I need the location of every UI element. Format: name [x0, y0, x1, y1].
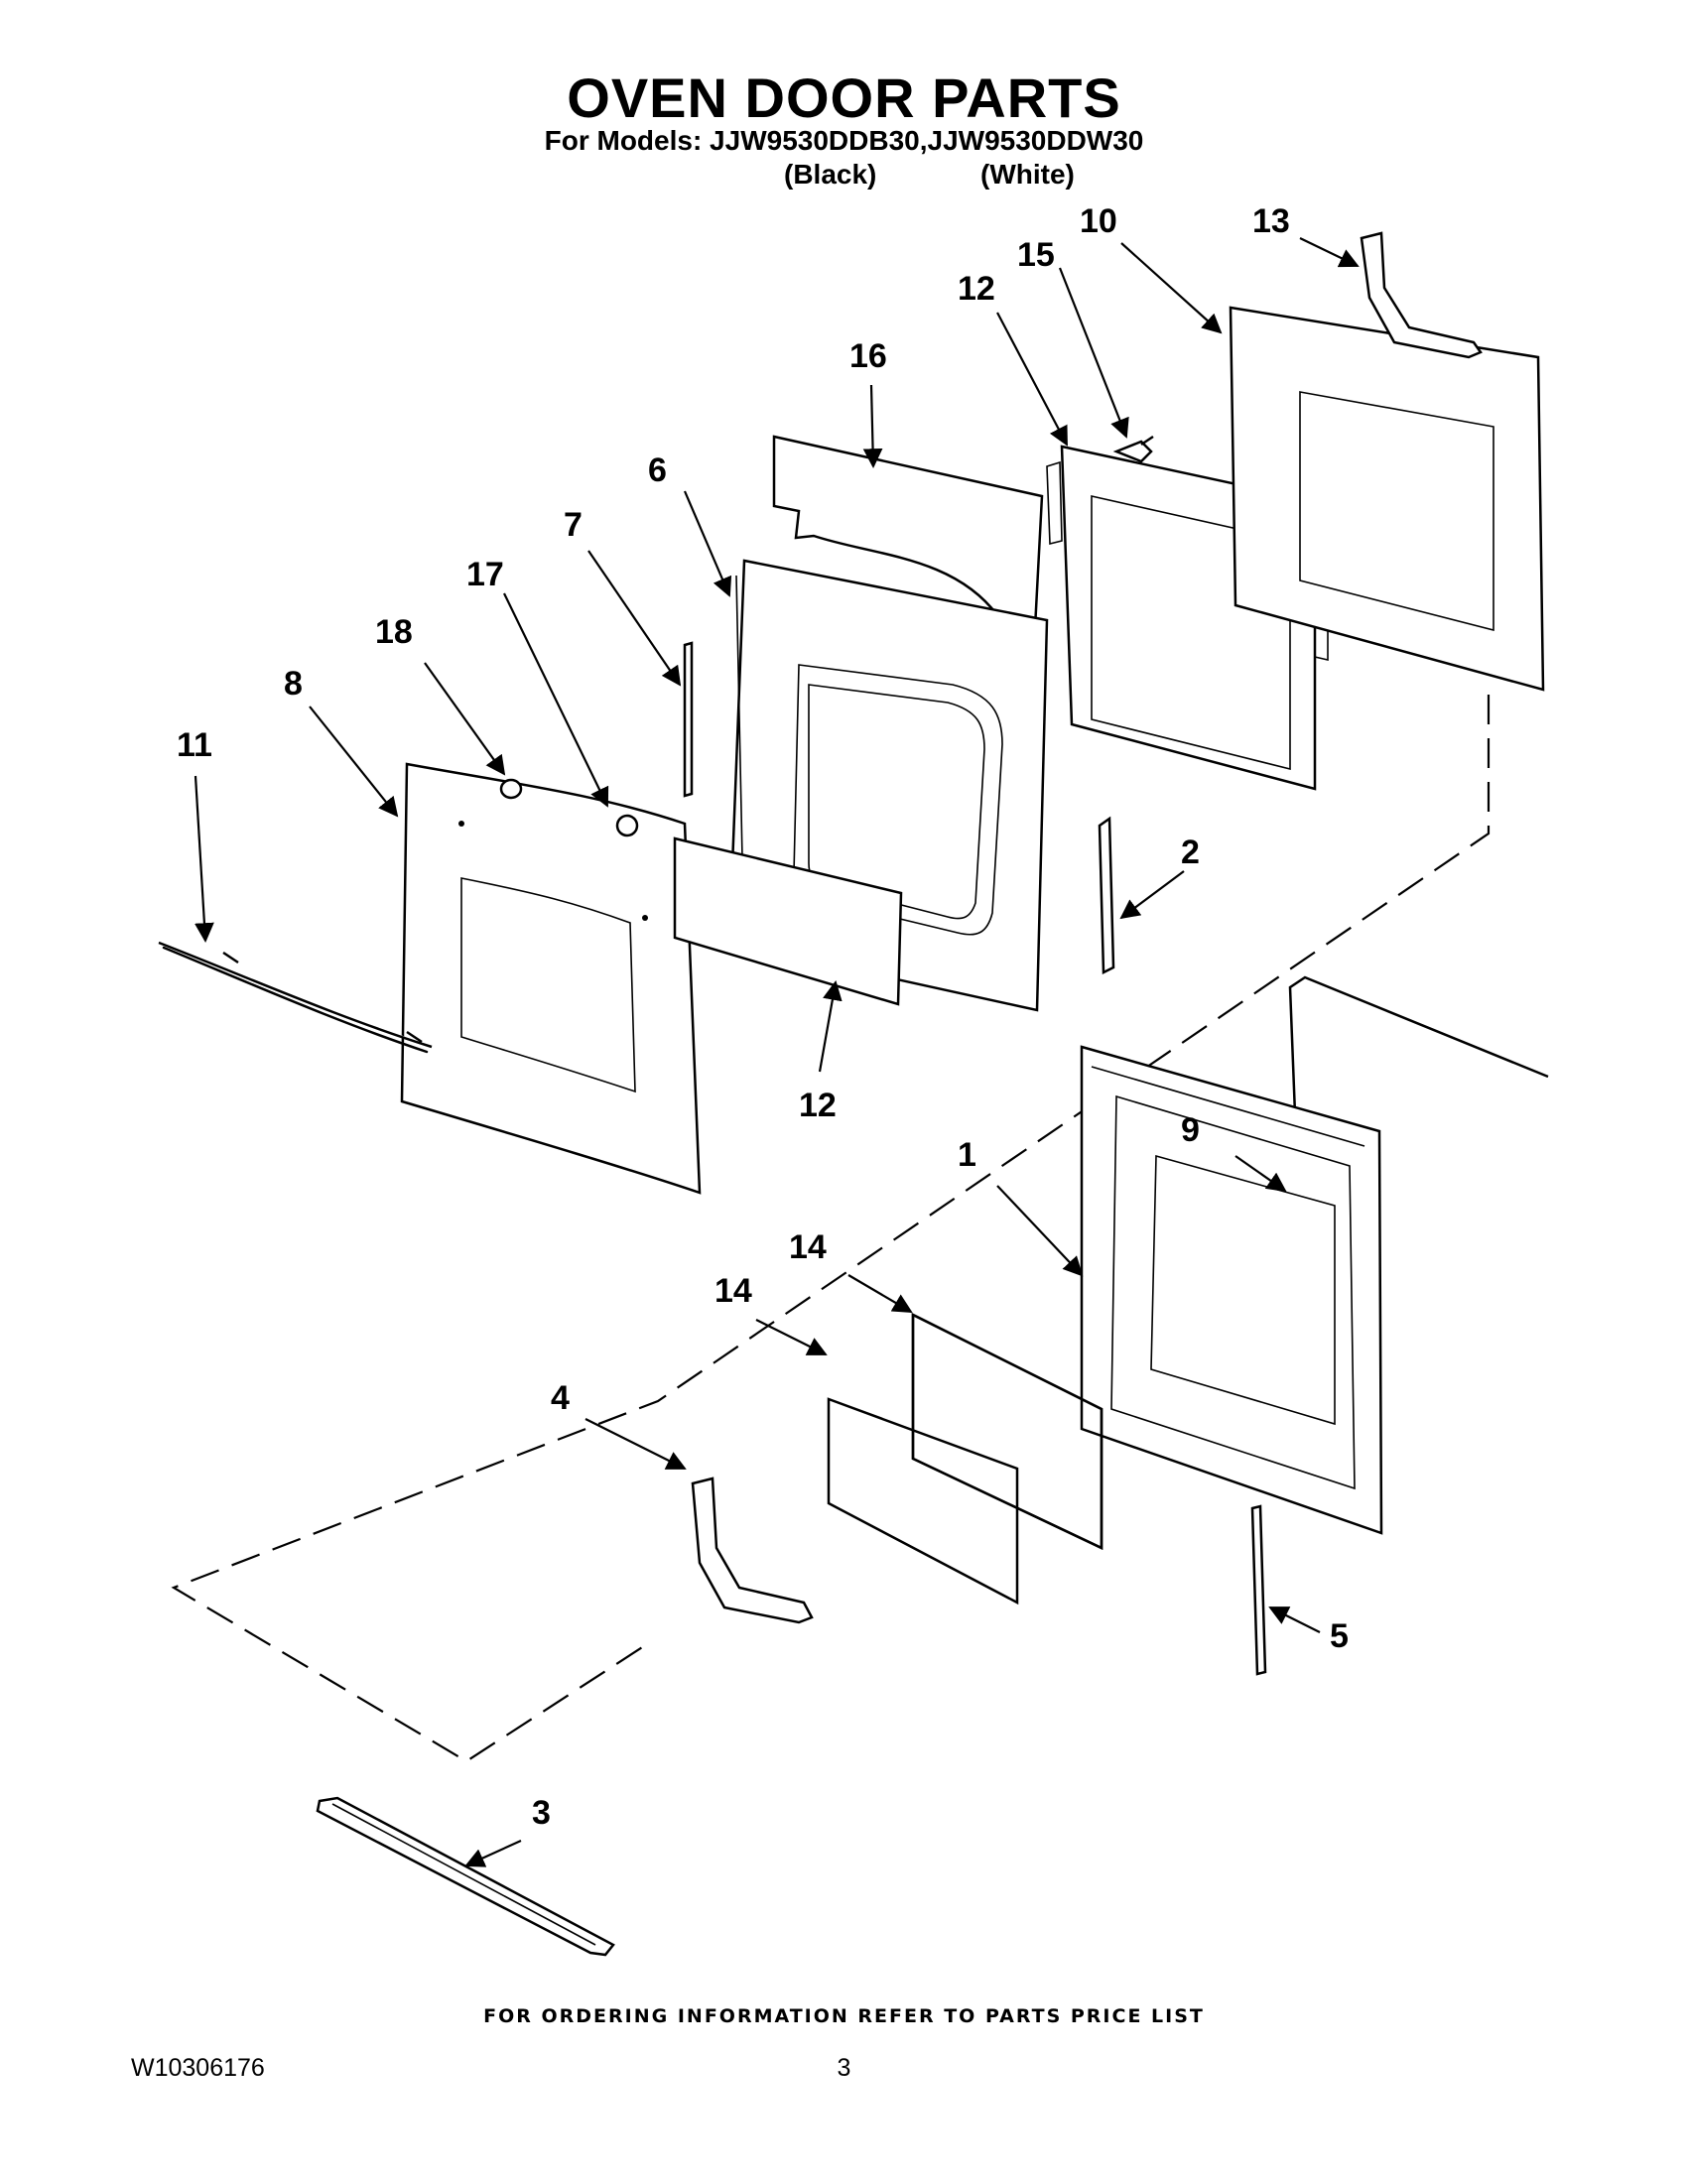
callout-labels: 13 10 15 12 16 6 7 17 18 8 11 2 12 9 1 1… [177, 202, 1349, 1832]
part-1-door-liner [1080, 1045, 1383, 1535]
callout-1: 1 [958, 1136, 976, 1174]
part-14-glass-rear [911, 1312, 1104, 1550]
callout-2: 2 [1181, 834, 1200, 871]
callout-7: 7 [564, 506, 583, 544]
callout-5: 5 [1330, 1617, 1349, 1655]
page-title: OVEN DOOR PARTS [567, 66, 1121, 129]
callout-9: 9 [1181, 1111, 1200, 1149]
ordering-note: FOR ORDERING INFORMATION REFER TO PARTS … [483, 2005, 1205, 2027]
part-8-outer-door-glass [400, 762, 702, 1195]
callout-8: 8 [284, 665, 303, 703]
part-2-side-bracket [1098, 816, 1115, 974]
callout-3: 3 [532, 1794, 551, 1832]
part-15-screw [1112, 435, 1154, 463]
callout-10: 10 [1080, 202, 1117, 240]
part-9-gasket [1288, 975, 1549, 1192]
callout-16: 16 [849, 337, 887, 375]
assembly-guide-lines [171, 695, 1491, 1763]
callout-14-front: 14 [714, 1272, 752, 1310]
document-number: W10306176 [131, 2054, 265, 2082]
part-5-side-strip [1250, 1504, 1267, 1676]
color-label-black: (Black) [784, 159, 877, 190]
callout-13: 13 [1252, 202, 1290, 240]
part-12-lower-strip [673, 836, 903, 1006]
part-14-glass-front [827, 1397, 1019, 1606]
part-17-knob [615, 814, 639, 837]
callout-18: 18 [375, 613, 413, 651]
callout-12-top: 12 [958, 270, 995, 308]
part-13-hinge-receiver [1360, 231, 1483, 359]
part-11-handle [158, 941, 433, 1054]
leader-arrows [194, 237, 1360, 1867]
models-line: For Models: JJW9530DDB30,JJW9530DDW30 [544, 125, 1144, 156]
callout-17: 17 [466, 556, 504, 593]
part-3-bottom-trim [316, 1796, 615, 1957]
part-18-knob [499, 778, 523, 800]
callout-12-lower: 12 [799, 1087, 837, 1124]
part-4-hinge [691, 1477, 814, 1624]
callout-4: 4 [551, 1379, 570, 1417]
page-number: 3 [837, 2054, 851, 2082]
part-7-side-trim [683, 641, 694, 798]
callout-6: 6 [648, 451, 667, 489]
color-label-white: (White) [980, 159, 1075, 190]
callout-15: 15 [1017, 236, 1055, 274]
callout-11: 11 [177, 726, 212, 764]
callout-14-rear: 14 [789, 1228, 827, 1266]
